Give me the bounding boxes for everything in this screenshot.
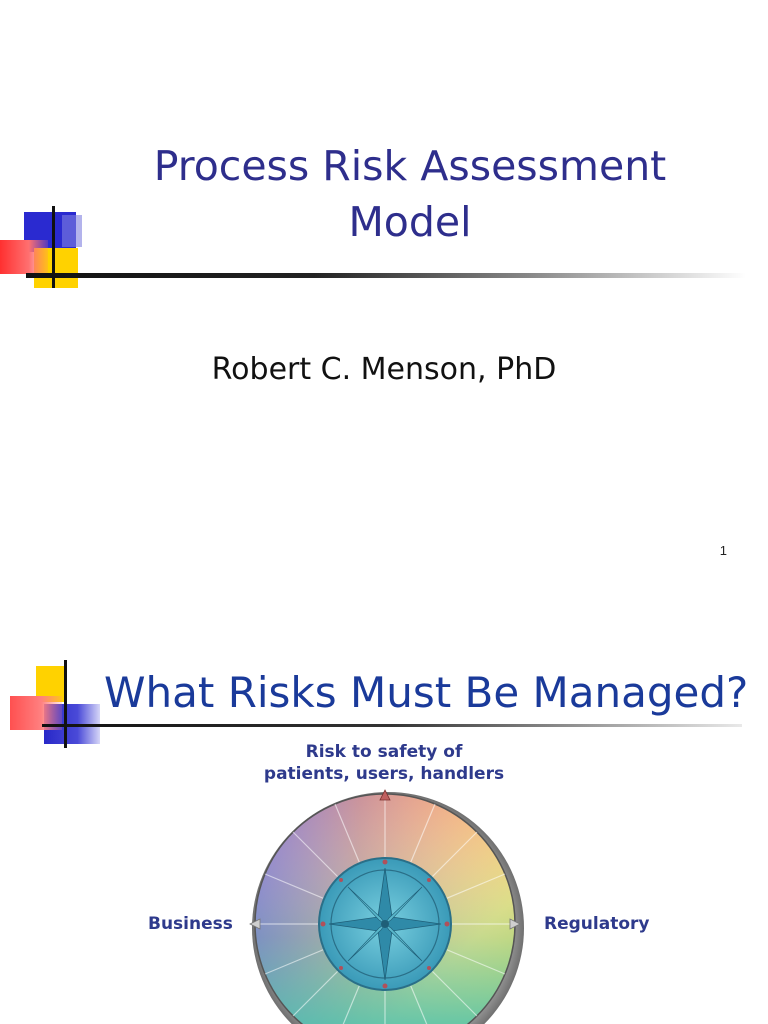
slide-title-line1: Process Risk Assessment — [153, 142, 667, 190]
title-divider-line — [42, 724, 742, 727]
slide-title: Process Risk Assessment Model — [100, 138, 720, 250]
right-risk-label: Regulatory — [544, 914, 650, 934]
compass-wheel-diagram — [249, 789, 524, 1024]
title-slide: Process Risk Assessment Model Robert C. … — [0, 138, 746, 558]
author-name: Robert C. Menson, PhD — [211, 352, 557, 387]
page-number: 1 — [719, 543, 727, 558]
slide-title-line2: Model — [348, 198, 472, 246]
top-risk-label: Risk to safety of patients, users, handl… — [234, 741, 534, 785]
slide-title: What Risks Must Be Managed? — [104, 668, 749, 717]
top-risk-label-line2: patients, users, handlers — [263, 764, 505, 784]
left-risk-label: Business — [148, 914, 233, 934]
top-risk-label-line1: Risk to safety of — [305, 742, 463, 762]
content-slide: What Risks Must Be Managed? Risk to safe… — [0, 600, 768, 1024]
title-divider-line — [26, 273, 746, 278]
